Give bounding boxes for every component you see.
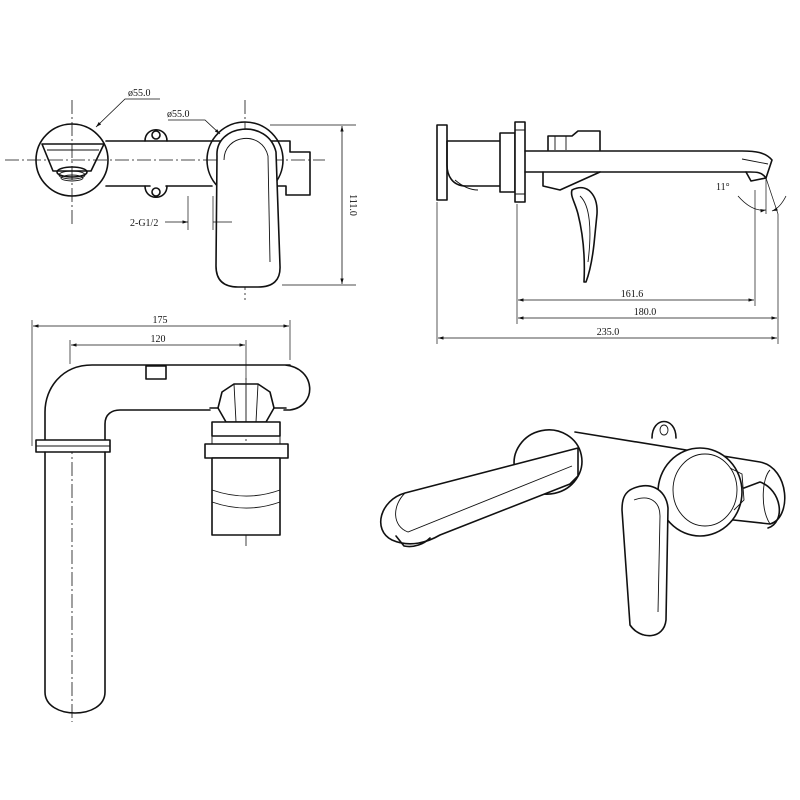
front-outlet-diameter-label: ø55.0 xyxy=(128,88,151,99)
side-body-reach-label: 180.0 xyxy=(634,307,657,318)
isometric-view xyxy=(380,420,786,637)
side-handle-block xyxy=(542,130,601,191)
side-aerator-tip xyxy=(745,171,767,182)
top-handle-cylinder xyxy=(211,457,281,536)
side-flange-outer xyxy=(514,121,526,203)
top-overall-width-label: 175 xyxy=(153,315,168,326)
front-spout-outlet xyxy=(35,123,109,197)
front-mounting-ear-top xyxy=(144,128,168,142)
iso-spout xyxy=(380,447,579,545)
front-thread-label: 2-G1/2 xyxy=(130,218,158,229)
iso-mounting-ear xyxy=(651,420,677,439)
front-lever-handle xyxy=(215,128,281,288)
front-height-label: 111.0 xyxy=(347,194,358,216)
front-handle-diameter-label: ø55.0 xyxy=(167,109,190,120)
top-handle-collar xyxy=(211,421,281,437)
iso-backplate xyxy=(574,431,786,525)
top-handle-flange xyxy=(204,443,289,459)
iso-handle-housing xyxy=(657,447,743,537)
top-body-bar xyxy=(44,364,311,441)
side-spout xyxy=(524,150,773,179)
side-angle-label: 11° xyxy=(716,182,730,193)
side-lever-handle xyxy=(570,187,598,283)
side-view: 11° 161.6 180.0 235.0 xyxy=(436,121,787,344)
front-spout-mouth xyxy=(41,143,105,172)
top-handle-assembly xyxy=(204,383,289,536)
side-body xyxy=(446,140,503,187)
side-wall-plate xyxy=(436,124,448,201)
front-view: ø55.0 ø55.0 2-G1/2 111.0 xyxy=(5,88,358,300)
top-tab xyxy=(145,365,167,380)
front-aerator xyxy=(56,166,88,182)
front-mounting-ear-bottom xyxy=(144,185,168,199)
iso-aerator xyxy=(395,535,431,548)
top-center-distance-label: 120 xyxy=(151,334,166,345)
iso-lever-handle xyxy=(621,484,669,637)
side-overall-length-label: 235.0 xyxy=(597,327,620,338)
front-backplate xyxy=(105,140,311,196)
top-view: 175 120 xyxy=(31,315,311,722)
iso-base xyxy=(743,481,781,529)
side-flange-inner xyxy=(499,132,516,193)
side-spout-reach-label: 161.6 xyxy=(621,289,644,300)
top-spout-stem xyxy=(44,451,106,714)
